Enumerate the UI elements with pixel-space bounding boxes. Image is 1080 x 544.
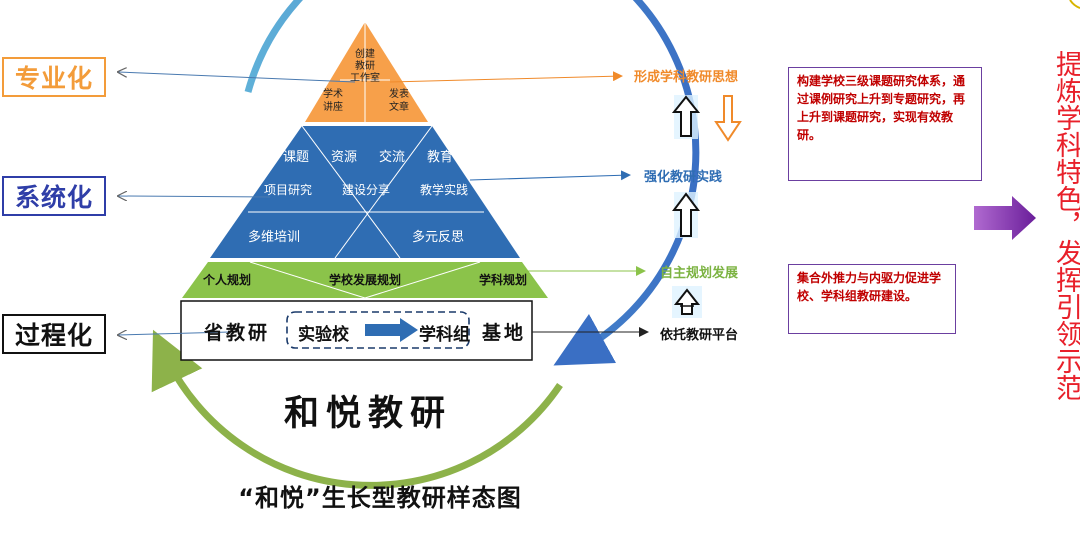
platform-arrow <box>365 318 418 342</box>
platform-group: 学科组 <box>419 325 470 345</box>
arrow-to-form <box>389 71 623 83</box>
pyramid-row1-item: 资源 <box>330 150 357 165</box>
pyramid-lower-right: 多元反思 <box>412 230 465 245</box>
platform-right: 基地 <box>482 322 527 344</box>
step-rely: 依托教研平台 <box>660 328 739 343</box>
figure-caption: “和悦”生长型教研样态图 <box>238 484 522 512</box>
pyramid-row1-item: 课题 <box>283 150 310 165</box>
pyramid-row2-item: 教学实践 <box>419 183 468 197</box>
pyramid-middle-divider <box>301 125 401 259</box>
ring-arc-green <box>151 329 563 489</box>
step-strengthen: 强化教研实践 <box>644 170 723 185</box>
up-arrow-icon <box>672 192 700 238</box>
platform-school: 实验校 <box>298 325 349 345</box>
corner-decoration-icon <box>1069 0 1080 9</box>
circle-title: 和悦教研 <box>283 393 452 434</box>
down-arrow-icon <box>714 95 742 142</box>
pyramid-row2-item: 建设分享 <box>341 183 390 197</box>
pyramid-base-item: 个人规划 <box>203 273 252 287</box>
pyramid-top-left: 学术 讲座 <box>323 89 343 113</box>
pyramid-top-center: 创建 教研 工作室 <box>350 49 380 84</box>
arrow-to-process <box>118 332 231 335</box>
label-process: 过程化 <box>2 314 106 354</box>
pyramid-row1-item: 教育 <box>426 150 453 165</box>
note-bottom: 集合外推力与内驱力促进学校、学科组教研建设。 <box>788 264 956 334</box>
big-right-arrow-icon <box>974 196 1036 240</box>
pyramid-base-divider <box>249 261 366 299</box>
label-systematic: 系统化 <box>2 176 106 216</box>
pyramid-middle <box>210 126 520 258</box>
up-arrow-icon <box>671 95 701 139</box>
step-form: 形成学科教研思想 <box>634 70 739 85</box>
pyramid-row2-item: 项目研究 <box>264 183 313 197</box>
pyramid-base-divider <box>364 261 481 299</box>
pyramid-row1-item: 交流 <box>378 150 405 165</box>
pyramid-row1: 课题 资源 交流 教育 <box>283 146 453 165</box>
pyramid-base-item: 学校发展规划 <box>328 273 401 287</box>
pyramid-top-right: 发表 文章 <box>389 89 409 113</box>
label-professional: 专业化 <box>2 57 106 97</box>
arrow-to-professional <box>118 72 356 83</box>
step-self-plan: 自主规划发展 <box>660 266 739 281</box>
note-top: 构建学校三级课题研究体系，通过课例研究上升到专题研究，再上升到课题研究，实现有效… <box>788 67 982 181</box>
arrow-to-strengthen <box>469 170 631 181</box>
pyramid-middle-divider <box>334 125 433 259</box>
side-text-vertical: 提炼学科特色，发挥引领示范 <box>1051 50 1080 401</box>
up-chevron-icon <box>672 286 702 318</box>
pyramid-top <box>305 22 428 122</box>
pyramid-base-row: 个人规划 学校发展规划 学科规划 <box>203 271 527 288</box>
pyramid-lower-left: 多维培训 <box>248 230 301 245</box>
ring-arc-blue <box>244 0 700 366</box>
pyramid-base <box>182 262 548 298</box>
pyramid-base-item: 学科规划 <box>478 273 527 287</box>
pyramid-row2: 项目研究 建设分享 教学实践 <box>264 181 468 198</box>
platform-left: 省教研 <box>204 322 271 344</box>
arrow-to-systematic <box>118 196 271 197</box>
